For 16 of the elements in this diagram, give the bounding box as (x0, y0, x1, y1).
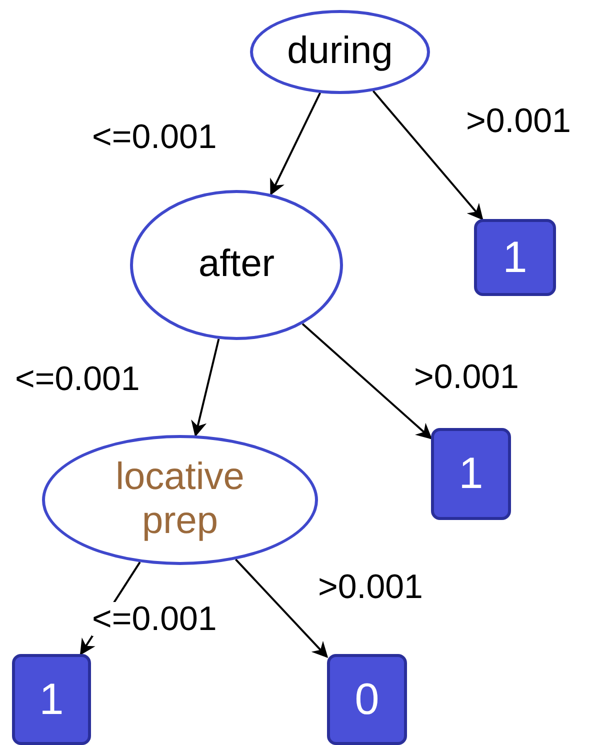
leaf-box (474, 219, 556, 296)
class-value: 1 (458, 449, 484, 499)
edge-label: <=0.001 (92, 602, 217, 636)
class-value: 0 (354, 674, 380, 724)
leaf-box (431, 428, 511, 520)
feature-name: after (198, 243, 275, 287)
class-value: 1 (502, 232, 528, 282)
leaf-box (12, 654, 91, 745)
feature-name: locative prep (114, 456, 246, 544)
class-value: 1 (39, 674, 64, 724)
feature-name: during (287, 30, 393, 74)
arrow (302, 323, 432, 440)
leaf-box (327, 654, 407, 745)
arrow (191, 338, 220, 437)
arrow (235, 558, 328, 658)
arrow (270, 92, 321, 196)
